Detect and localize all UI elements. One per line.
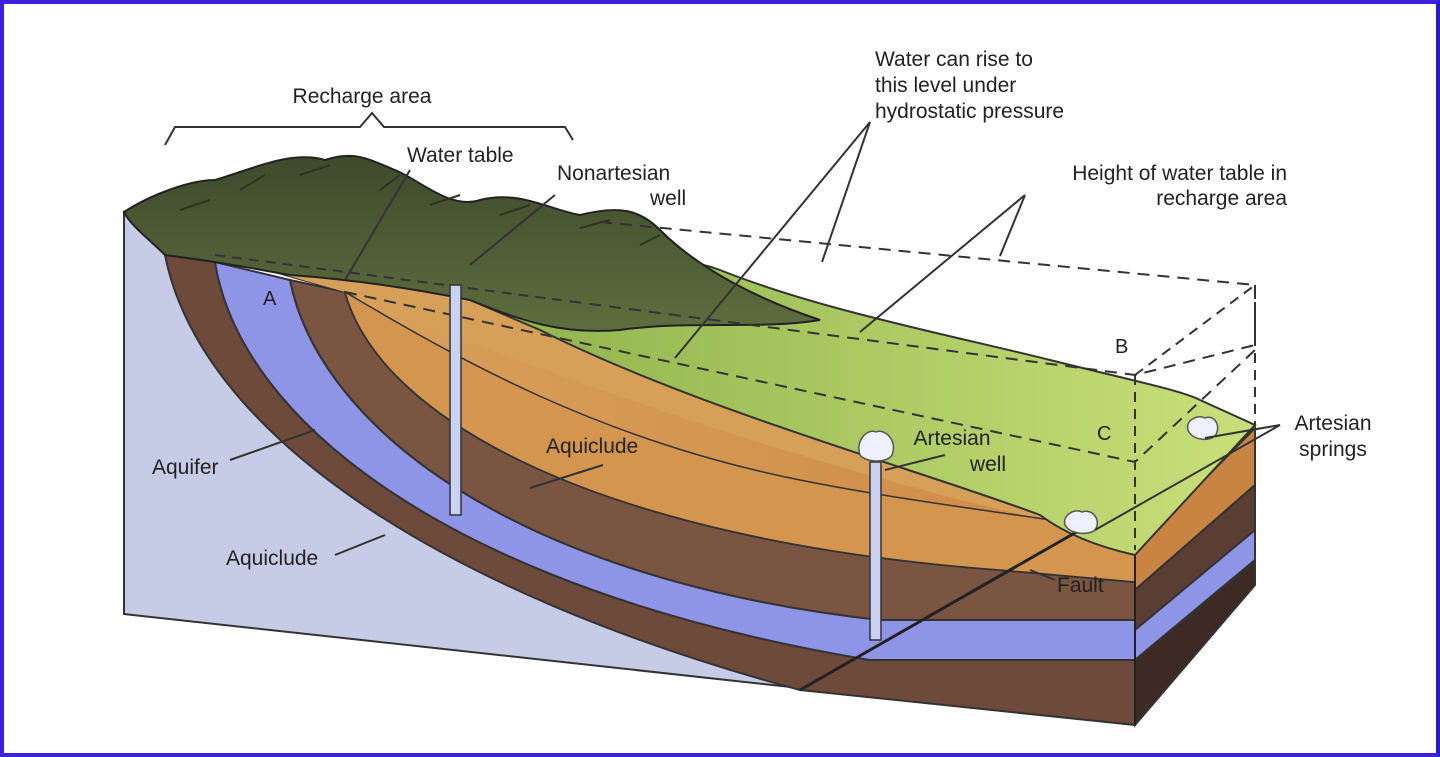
spring-splash-2 <box>1186 416 1219 441</box>
sand-layer-top <box>215 255 1050 520</box>
fault-label: Fault <box>1057 574 1104 597</box>
artesian-well-pipe <box>869 461 882 641</box>
aquiclude-lower-leader <box>334 534 386 556</box>
artesian-well-label-line1: Artesian <box>913 427 990 450</box>
water-table-leader <box>344 169 411 281</box>
height-label-line2: recharge area <box>1156 187 1287 210</box>
artesian-springs-label-line2: springs <box>1299 438 1367 461</box>
water-table-line <box>214 254 561 301</box>
height-leader-2 <box>999 194 1026 257</box>
aquifer-label: Aquifer <box>152 456 219 479</box>
fault-leader <box>1029 569 1056 581</box>
recharge-area-label: Recharge area <box>293 85 432 108</box>
aquiclude-lower-label: Aquiclude <box>226 547 318 570</box>
artesian-well-fountain <box>858 430 895 462</box>
rise-leader-1 <box>674 121 871 359</box>
mountain-range <box>122 154 821 332</box>
mountain-texture <box>179 164 661 246</box>
spring-splash-1 <box>1063 510 1099 535</box>
aquifer-leader <box>229 429 316 461</box>
water-table-label: Water table <box>407 144 514 167</box>
nonartesian-label-line1: Nonartesian <box>557 162 670 185</box>
springs-leader-1 <box>1204 424 1281 439</box>
artesian-well-leader <box>884 454 946 471</box>
height-leader-1 <box>859 194 1026 333</box>
recharge-area-bracket <box>164 111 574 146</box>
rise-label-line2: this level under <box>875 74 1016 97</box>
rise-leader-2 <box>821 121 871 263</box>
point-b-label: B <box>1115 336 1128 358</box>
aquiclude-upper-label: Aquiclude <box>546 435 638 458</box>
height-label-line1: Height of water table in <box>1072 162 1287 185</box>
aquiclude-upper-leader <box>529 464 604 489</box>
rise-label-line1: Water can rise to <box>875 48 1033 71</box>
fault-line <box>799 528 1081 692</box>
rise-label-line3: hydrostatic pressure <box>875 100 1064 123</box>
sand-body <box>343 290 1136 583</box>
point-a-label: A <box>263 288 277 310</box>
nonartesian-leader <box>469 194 556 266</box>
springs-leader-2 <box>1094 424 1281 531</box>
artesian-well-label-line2: well <box>969 453 1006 476</box>
diagonal-dash <box>1134 284 1256 376</box>
point-c-label: C <box>1097 423 1111 445</box>
artesian-springs-label-line1: Artesian <box>1294 412 1371 435</box>
nonartesian-well-pipe <box>449 284 462 516</box>
nonartesian-label-line2: well <box>649 187 686 210</box>
leader-lines <box>229 121 1281 581</box>
